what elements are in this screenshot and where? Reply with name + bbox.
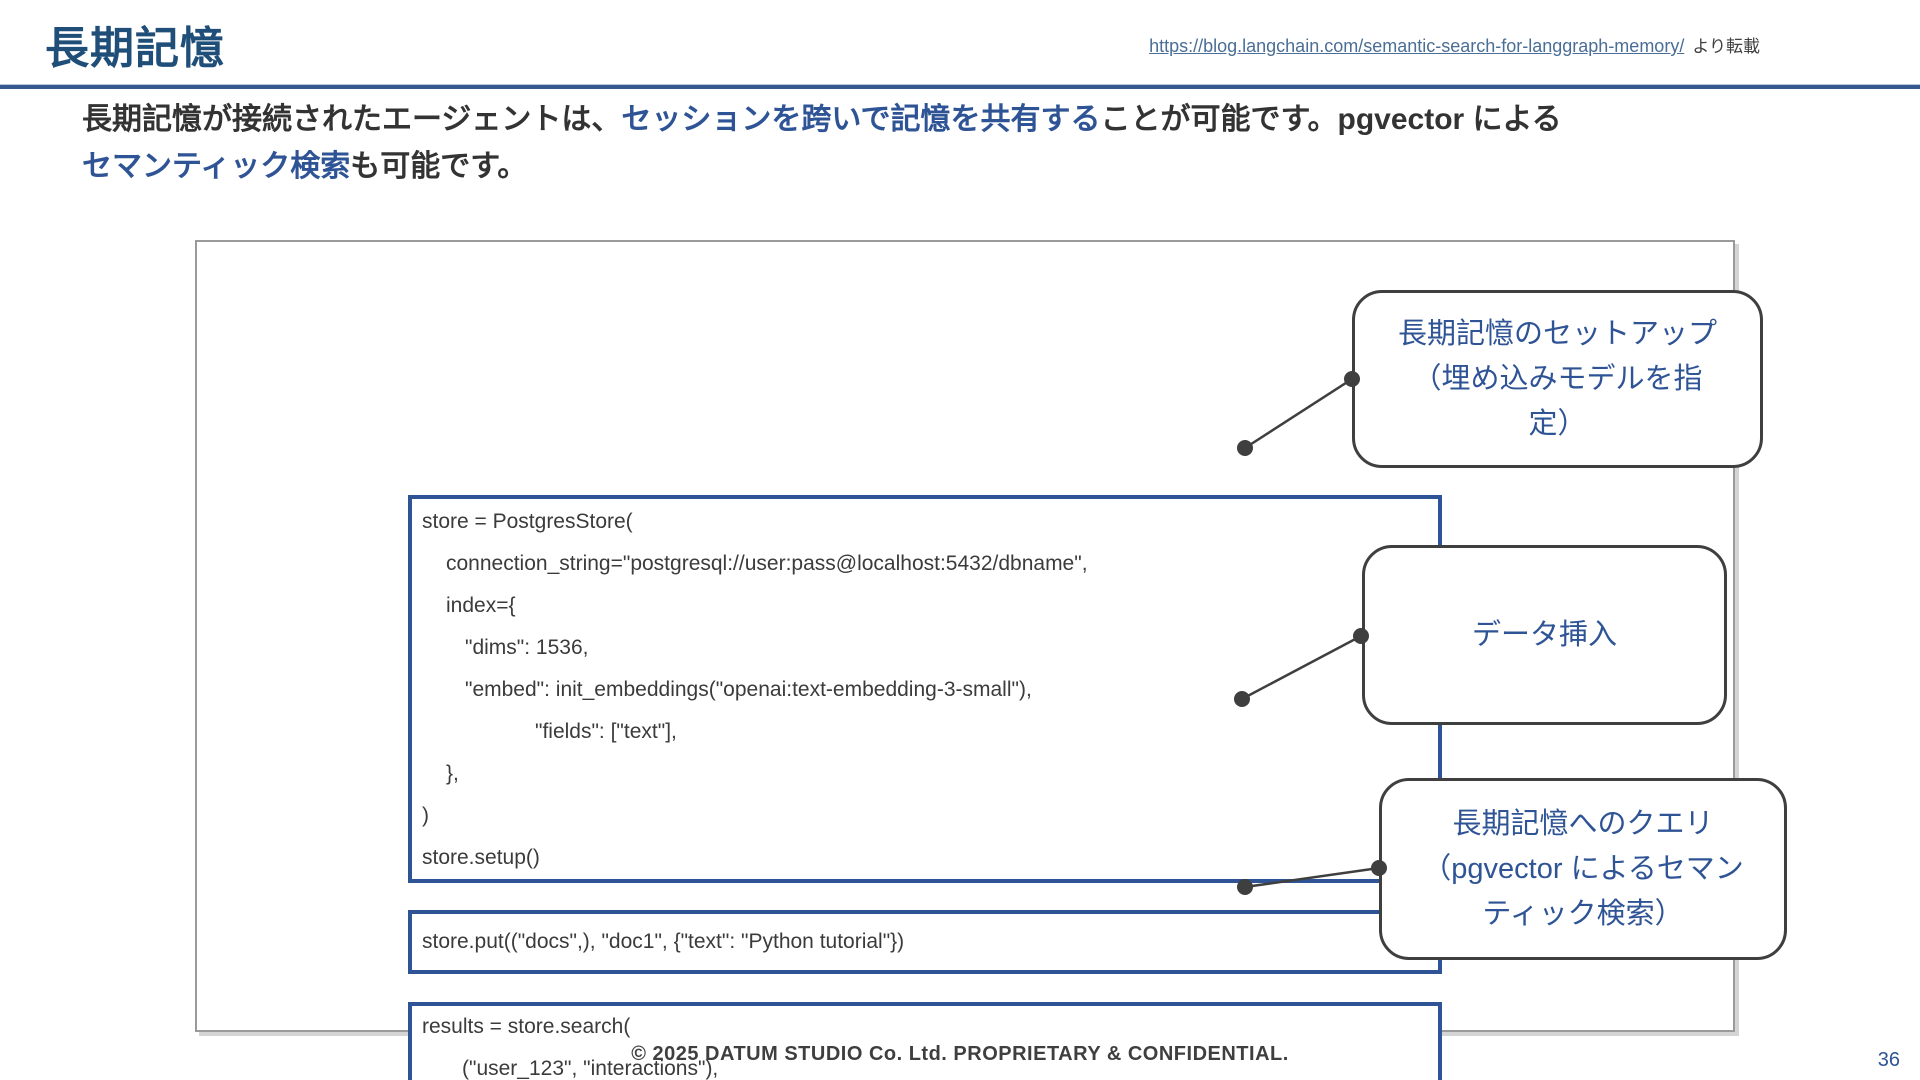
code-line: connection_string="postgresql://user:pas… — [446, 552, 1088, 575]
code-line: results = store.search( — [422, 1015, 631, 1038]
callout-query: 長期記憶へのクエリ（pgvector によるセマンティック検索） — [1379, 778, 1787, 960]
copyright: © 2025 DATUM STUDIO Co. Ltd. PROPRIETARY… — [631, 1043, 1289, 1065]
code-line: "fields": ["text"], — [535, 720, 677, 743]
code-block-setup: store = PostgresStore( connection_string=… — [408, 495, 1442, 883]
code-line: "embed": init_embeddings("openai:text-em… — [465, 678, 1032, 701]
callout-insert: データ挿入 — [1362, 545, 1727, 725]
source-note: https://blog.langchain.com/semantic-sear… — [1149, 32, 1760, 57]
callout-insert-label: データ挿入 — [1471, 618, 1617, 651]
code-line: store = PostgresStore( — [422, 510, 633, 533]
callout-setup: 長期記憶のセットアップ（埋め込みモデルを指定） — [1352, 290, 1763, 468]
code-block-query: results = store.search( ("user_123", "int… — [408, 1002, 1442, 1080]
page-number: 36 — [1877, 1049, 1900, 1071]
source-link[interactable]: https://blog.langchain.com/semantic-sear… — [1149, 36, 1685, 56]
callout-query-label: 長期記憶へのクエリ（pgvector によるセマンティック検索） — [1422, 807, 1744, 930]
intro-segment: セマンティック検索 — [82, 150, 351, 183]
code-line: "dims": 1536, — [465, 636, 589, 659]
intro-segment: セッションを跨いで記憶を共有する — [621, 103, 1101, 136]
code-line: ) — [422, 804, 429, 827]
code-line: store.setup() — [422, 846, 540, 869]
code-line: }, — [446, 762, 459, 785]
code-line: ("user_123", "interactions"), — [462, 1057, 719, 1080]
header-divider — [0, 84, 1920, 89]
intro-segment: も可能です。 — [350, 150, 528, 183]
page-title: 長期記憶 — [45, 24, 225, 73]
callout-setup-label: 長期記憶のセットアップ（埋め込みモデルを指定） — [1397, 317, 1717, 440]
code-line: index={ — [446, 594, 516, 617]
intro-text: 長期記憶が接続されたエージェントは、セッションを跨いで記憶を共有することが可能で… — [82, 96, 1872, 190]
source-suffix: より転載 — [1692, 37, 1760, 56]
code-block-insert: store.put(("docs",), "doc1", {"text": "P… — [408, 910, 1442, 974]
code-line: store.put(("docs",), "doc1", {"text": "P… — [422, 930, 905, 953]
intro-segment: 長期記憶が接続されたエージェントは、 — [82, 103, 622, 136]
intro-segment: ことが可能です。pgvector による — [1100, 103, 1562, 136]
